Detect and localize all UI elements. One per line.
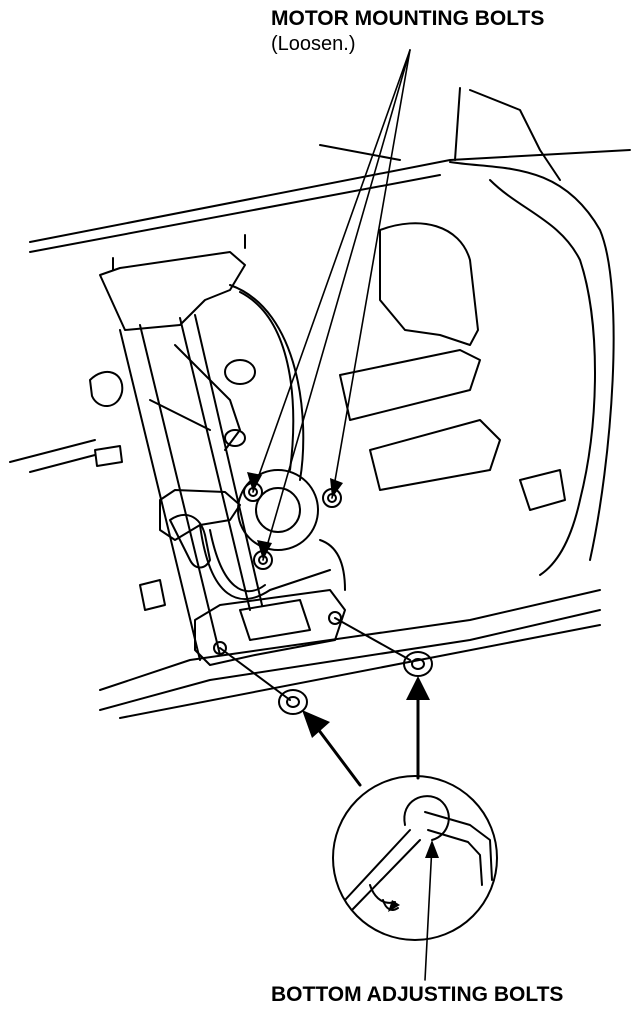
regulator-rails [99, 234, 263, 661]
window-motor [139, 469, 319, 611]
wrench-detail-circle [332, 775, 498, 941]
arrowhead-bottom-1 [302, 710, 330, 738]
motor-mounting-bolts-note: (Loosen.) [271, 33, 356, 55]
arrowhead-bottom-2 [406, 676, 430, 700]
arrowhead-motor-3 [330, 478, 343, 498]
bottom-adjusting-bolts [219, 617, 433, 715]
bottom-adjusting-bolts-label: BOTTOM ADJUSTING BOLTS [271, 983, 564, 1006]
cable-guide [199, 284, 346, 600]
bottom-leader-line [424, 844, 433, 981]
motor-leader-lines [252, 49, 411, 561]
arrowhead-motor-1 [247, 472, 262, 492]
arrowhead-motor-2 [257, 540, 272, 560]
inner-panel-cutouts [89, 222, 566, 511]
arrowhead-rotation [388, 900, 400, 912]
door-panel [9, 87, 631, 719]
arrowhead-bottom-leader [425, 840, 439, 858]
motor-mounting-bolts-label: MOTOR MOUNTING BOLTS [271, 7, 545, 30]
lower-bracket [194, 589, 346, 666]
detail-arrows [313, 688, 420, 787]
